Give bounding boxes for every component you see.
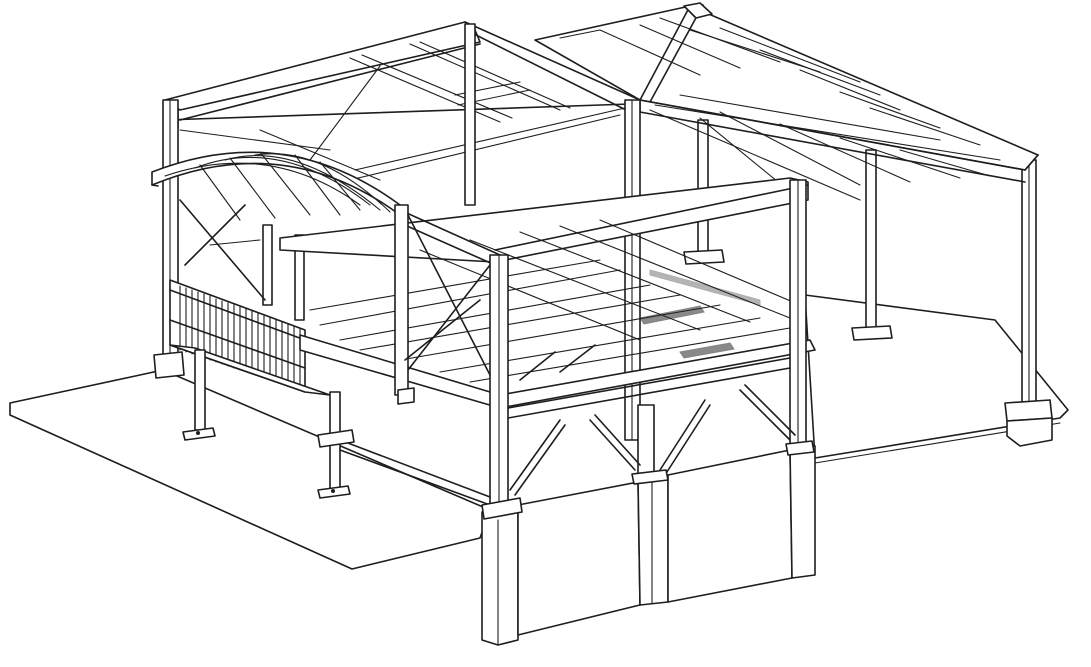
foundation-blocks [153,351,816,646]
cross-bracing [404,214,796,496]
pavilion-columns [683,119,1053,447]
balcony-railing [169,285,306,391]
mezzanine-frame [279,177,816,409]
balcony [169,279,331,396]
lower-beams [339,357,791,506]
mezzanine-columns [194,179,807,511]
pavilion-roof [534,2,1039,201]
base-plates [182,427,351,499]
